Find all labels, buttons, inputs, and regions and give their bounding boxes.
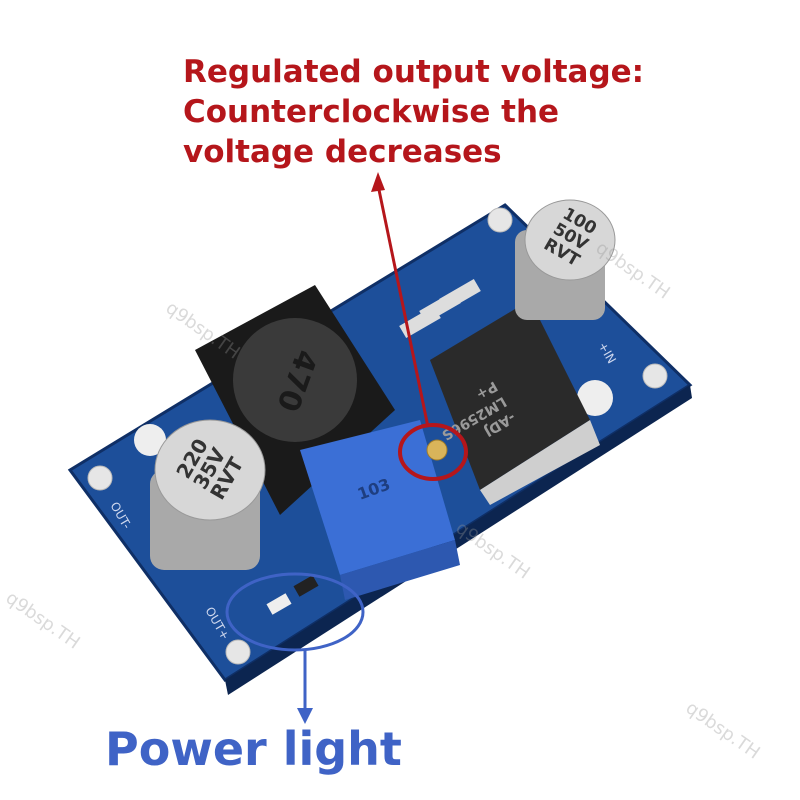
mounting-hole [225, 639, 251, 665]
annotation-line: Counterclockwise the [183, 94, 560, 130]
mounting-hole [87, 465, 113, 491]
capacitor-left: 220 35V RVT [150, 419, 266, 570]
lm2596-chip: -ADJ LM2596S P+ [399, 278, 600, 505]
power-light-annotation: Power light [105, 722, 402, 776]
mounting-hole [487, 207, 513, 233]
annotation-line: voltage decreases [183, 134, 502, 170]
capacitor-right: 100 50V RVT [515, 199, 616, 320]
power-light-highlight [225, 572, 365, 652]
mounting-hole [642, 363, 668, 389]
adjust-screw [426, 439, 448, 461]
regulated-output-annotation: Regulated output voltage: Counterclockwi… [183, 52, 644, 172]
adjust-screw-highlight [398, 423, 468, 481]
power-led [266, 593, 292, 615]
red-arrow [376, 184, 430, 428]
inductor: 470 [195, 285, 395, 515]
annotation-line: Regulated output voltage: [183, 54, 645, 90]
potentiometer: 103 [300, 420, 460, 600]
